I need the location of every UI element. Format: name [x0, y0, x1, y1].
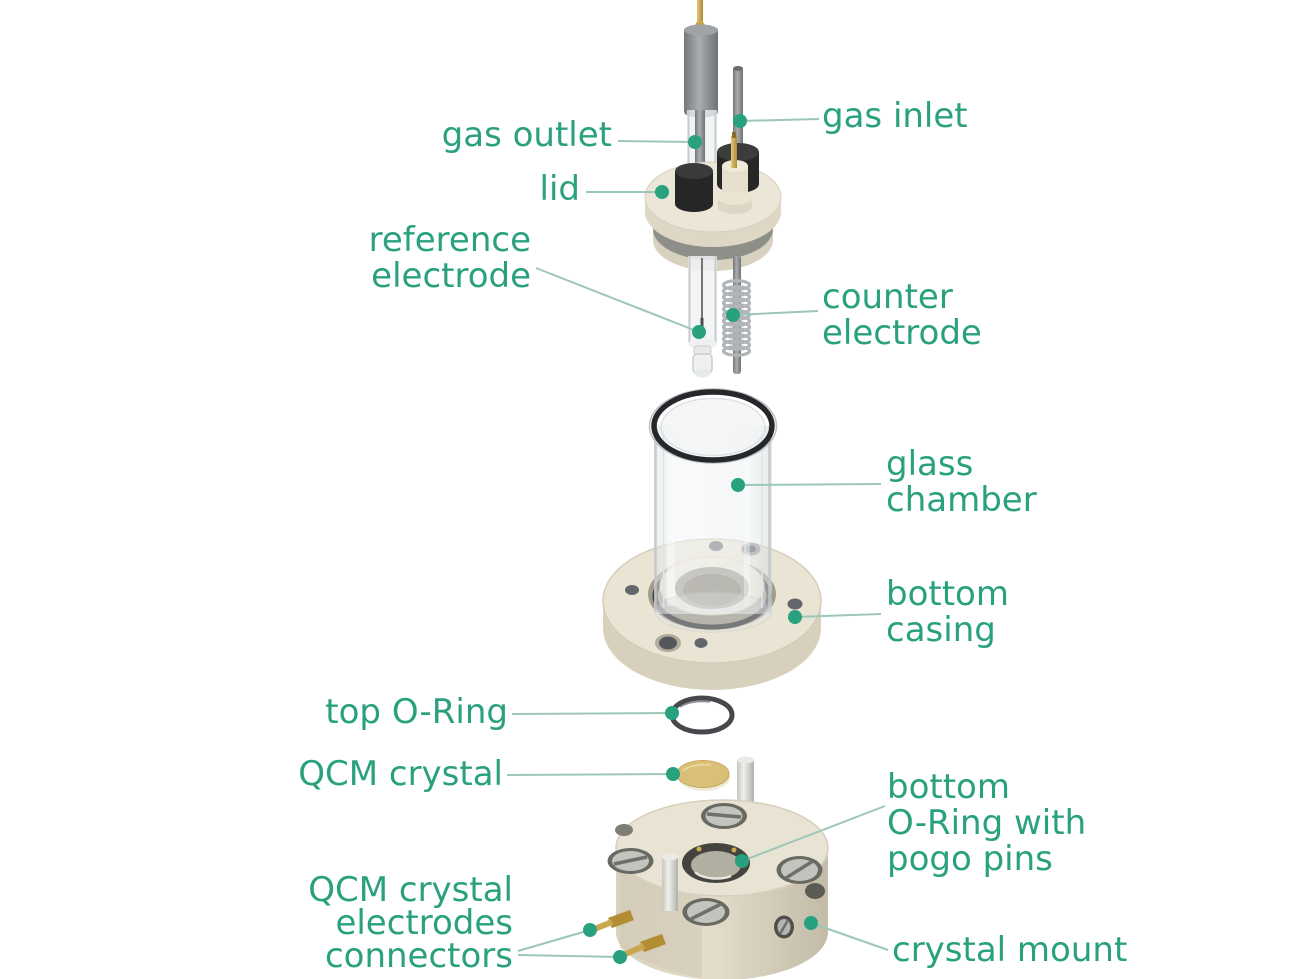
- label-line: QCM crystal: [298, 754, 503, 794]
- connector-a-marker-dot: [583, 923, 597, 937]
- label-crystal-mount: crystal mount: [892, 932, 1127, 968]
- screw: [682, 898, 730, 926]
- label-line: connectors: [324, 936, 513, 976]
- bottom-o-ring-marker-dot: [735, 854, 749, 868]
- label-qcm-crystal: QCM crystal: [298, 756, 503, 792]
- right-cap-fitting: [717, 132, 759, 214]
- qcm-crystal-part: [676, 760, 730, 791]
- side-screw: [774, 915, 794, 939]
- label-line: lid: [539, 169, 580, 209]
- label-line: casing: [886, 610, 996, 650]
- reference-electrode-cap: [684, 24, 718, 118]
- leader-lines: [506, 118, 889, 958]
- top-o-ring-marker-dot: [665, 706, 679, 720]
- lid-marker-dot: [655, 185, 669, 199]
- screw: [701, 803, 747, 829]
- bottom-o-ring-with-pogo-pins-part: [682, 843, 750, 883]
- leader-line-glass-chamber: [737, 483, 882, 486]
- label-line: pogo pins: [887, 839, 1053, 879]
- label-top-o-ring: top O-Ring: [325, 694, 508, 730]
- gas-inlet-tube: [733, 66, 743, 158]
- label-line: QCM crystal: [308, 870, 513, 910]
- glass-chamber-part: [648, 388, 778, 633]
- leader-line-bottom-o-ring: [741, 805, 886, 862]
- left-cap-fitting: [675, 163, 713, 212]
- leader-line-crystal-mount: [810, 922, 889, 951]
- label-lid: lid: [540, 171, 580, 207]
- label-qcm-crystal-electrodes-connectors: QCM crystal electrodes connectors: [308, 870, 513, 976]
- crystal-mount-part: [590, 756, 829, 979]
- label-glass-chamber: glass chamber: [886, 446, 1037, 518]
- label-gas-inlet: gas inlet: [822, 98, 968, 134]
- label-line: gas inlet: [822, 96, 968, 136]
- top-o-ring-part: [669, 695, 735, 735]
- label-line: top O-Ring: [325, 692, 508, 732]
- label-line: reference: [368, 220, 531, 260]
- reference-electrode-marker-dot: [692, 325, 706, 339]
- label-bottom-casing: bottom casing: [886, 576, 1009, 648]
- label-line: chamber: [886, 480, 1037, 520]
- leader-line-connector-b: [517, 954, 621, 958]
- screw: [776, 856, 823, 884]
- alignment-pin-front: [662, 853, 678, 911]
- label-line: electrodes: [335, 903, 513, 943]
- connector-b-marker-dot: [613, 950, 627, 964]
- leader-line-bottom-casing: [794, 613, 882, 618]
- label-line: bottom: [887, 767, 1010, 807]
- label-line: gas outlet: [441, 115, 612, 155]
- gas-outlet-marker-dot: [688, 135, 702, 149]
- marker-dots: [583, 114, 818, 964]
- leader-line-reference-electrode: [535, 267, 700, 333]
- leader-line-top-o-ring: [511, 712, 673, 715]
- reference-electrode-part: [688, 256, 717, 378]
- glass-chamber-marker-dot: [731, 478, 745, 492]
- label-line: electrode: [371, 256, 531, 296]
- label-line: electrode: [822, 313, 982, 353]
- counter-electrode-marker-dot: [726, 308, 740, 322]
- leader-line-counter-electrode: [732, 310, 819, 316]
- leader-line-connector-a: [517, 929, 591, 952]
- label-line: O-Ring with: [887, 803, 1087, 843]
- label-reference-electrode: reference electrode: [369, 222, 531, 294]
- label-line: counter: [822, 277, 953, 317]
- gas-inlet-marker-dot: [733, 114, 747, 128]
- label-counter-electrode: counter electrode: [822, 279, 982, 351]
- label-line: bottom: [886, 574, 1009, 614]
- leader-line-gas-outlet: [617, 140, 696, 143]
- label-line: crystal mount: [892, 930, 1128, 970]
- screw: [607, 848, 654, 874]
- label-gas-outlet: gas outlet: [442, 117, 612, 153]
- bottom-casing-marker-dot: [788, 610, 802, 624]
- leader-line-qcm-crystal: [506, 773, 674, 776]
- label-bottom-o-ring: bottom O-Ring with pogo pins: [887, 769, 1086, 877]
- label-line: glass: [886, 444, 974, 484]
- leader-line-gas-inlet: [740, 118, 820, 122]
- crystal-mount-marker-dot: [804, 916, 818, 930]
- qcm-crystal-marker-dot: [666, 767, 680, 781]
